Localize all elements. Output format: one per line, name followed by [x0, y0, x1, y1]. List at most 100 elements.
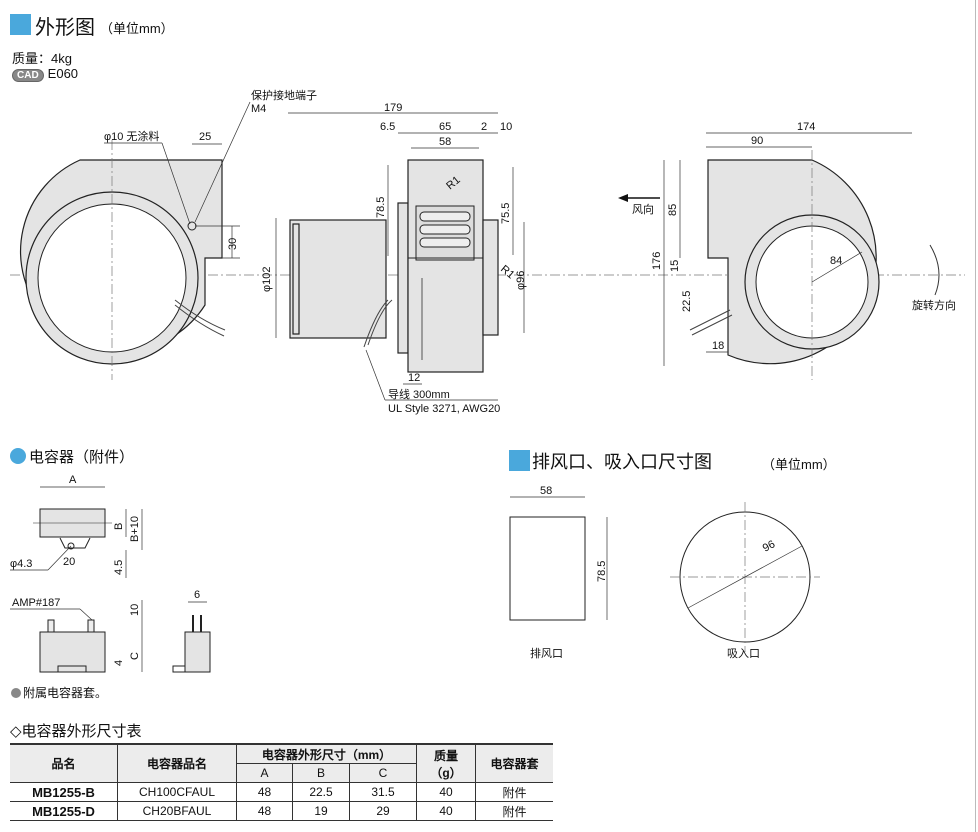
drawing-line	[365, 349, 386, 401]
table-title: ◇电容器外形尺寸表	[10, 723, 142, 740]
radius-r1-bottom: R1	[498, 263, 516, 281]
cell-a: 48	[236, 782, 293, 802]
dim-4-5: 4.5	[113, 560, 125, 575]
dim-exhaust-78-5: 78.5	[596, 561, 608, 582]
drawing-line	[292, 223, 300, 335]
airflow-arrow-icon	[618, 194, 628, 202]
cell-mass: 40	[416, 782, 476, 802]
th-mass: 质量（g）	[416, 743, 476, 783]
dim-exhaust-58: 58	[540, 485, 552, 497]
cell-b: 22.5	[292, 782, 350, 802]
dim-6-5: 6.5	[380, 121, 395, 133]
dim-12: 12	[408, 372, 420, 384]
drawing-line	[184, 631, 211, 673]
table-row: MB1255-B CH100CFAUL 48 22.5 31.5 40 附件	[10, 782, 553, 802]
dim-174: 174	[797, 121, 815, 133]
outlet	[482, 219, 499, 336]
dim-phi96: φ96	[515, 271, 527, 290]
capacitor-marker-icon	[10, 448, 26, 464]
th-cap-model: 电容器品名	[117, 743, 237, 783]
note-bullet-icon	[11, 688, 21, 698]
dim-78-5: 78.5	[375, 197, 387, 218]
dim-phi4-3: φ4.3	[10, 558, 32, 570]
mass-text: 质量：4kg	[12, 51, 72, 66]
rotation-label: 旋转方向	[912, 298, 956, 312]
exhaust-label: 排风口	[530, 646, 563, 660]
capacitor-dimension-table: 品名 电容器品名 电容器外形尺寸（mm） 质量（g） 电容器套 A B C MB…	[10, 743, 553, 821]
drawing-line	[929, 244, 940, 296]
flange	[397, 202, 409, 354]
drawing-line	[47, 545, 72, 571]
dim-4: 4	[113, 660, 125, 666]
drawing-line	[419, 211, 471, 222]
cell-c: 31.5	[349, 782, 417, 802]
drawing-line	[194, 101, 251, 223]
drawing-line	[174, 299, 226, 337]
ports-title: 排风口、吸入口尺寸图	[532, 452, 712, 472]
lead-length: 导线 300mm	[388, 387, 450, 401]
dim-176: 176	[651, 252, 663, 270]
side-view: 179 6.5 65 2 10 58 78.5 75.5 φ96 φ102 R1…	[261, 102, 527, 415]
ground-label: 保护接地端子	[251, 88, 317, 102]
dim-84: 84	[830, 255, 842, 267]
fan-outline-drawing: 保护接地端子 M4 φ10 无涂料 25 30 179	[10, 88, 965, 415]
dim-10: 10	[500, 121, 512, 133]
drawing-line	[811, 251, 863, 283]
drawing-line	[161, 142, 191, 225]
ports-marker-icon	[509, 450, 530, 471]
cell-cover: 附件	[475, 782, 553, 802]
dim-22-5: 22.5	[681, 291, 693, 312]
th-c: C	[349, 763, 417, 783]
th-a: A	[236, 763, 293, 783]
drawing-line	[419, 237, 471, 248]
dim-30: 30	[227, 238, 239, 250]
dim-58: 58	[439, 136, 451, 148]
lead-spec: UL Style 3271, AWG20	[388, 403, 500, 415]
cell-cap-model: CH100CFAUL	[117, 782, 237, 802]
dim-20: 20	[63, 556, 75, 568]
capacitor-note-text: 附属电容器套。	[23, 686, 108, 700]
dim-6: 6	[194, 589, 200, 601]
dim-179: 179	[384, 102, 402, 114]
drawing-line	[689, 309, 733, 336]
drawing-line	[687, 545, 803, 609]
dim-18: 18	[712, 340, 724, 352]
drawing-line	[172, 665, 186, 673]
page-edge	[975, 0, 976, 832]
dim-intake-96: 96	[761, 538, 777, 554]
cell-b: 19	[292, 801, 350, 821]
cell-model: MB1255-D	[10, 801, 118, 821]
dim-c: C	[129, 652, 141, 660]
dim-a: A	[69, 474, 77, 486]
dim-85: 85	[667, 204, 679, 216]
front-view: 保护接地端子 M4 φ10 无涂料 25 30	[19, 88, 317, 380]
dim-90: 90	[751, 135, 763, 147]
capacitor-note: 附属电容器套。	[11, 684, 107, 701]
drawing-line	[47, 619, 55, 633]
cad-badge: CAD	[12, 69, 44, 82]
th-cover: 电容器套	[475, 743, 553, 783]
outline-title: 外形图	[35, 17, 95, 39]
table-row: MB1255-D CH20BFAUL 48 19 29 40 附件	[10, 801, 553, 821]
dim-25: 25	[199, 131, 211, 143]
dim-65: 65	[439, 121, 451, 133]
airflow-label: 风向	[632, 202, 654, 216]
dim-15: 15	[669, 260, 681, 272]
cell-cap-model: CH20BFAUL	[117, 801, 237, 821]
cell-mass: 40	[416, 801, 476, 821]
drawing-line	[79, 608, 93, 621]
th-model: 品名	[10, 743, 118, 783]
motor-body	[289, 219, 387, 339]
section-marker-icon	[10, 14, 31, 35]
ports-drawing: 58 78.5 排风口 96 吸入口	[509, 485, 820, 660]
capacitor-title: 电容器（附件）	[29, 449, 135, 466]
cell-model: MB1255-B	[10, 782, 118, 802]
dim-b-plus-10: B+10	[129, 516, 141, 542]
drawing-line	[39, 631, 106, 673]
cad-code[interactable]: E060	[47, 66, 79, 81]
dim-2: 2	[481, 121, 487, 133]
dim-75-5: 75.5	[500, 203, 512, 224]
cell-c: 29	[349, 801, 417, 821]
